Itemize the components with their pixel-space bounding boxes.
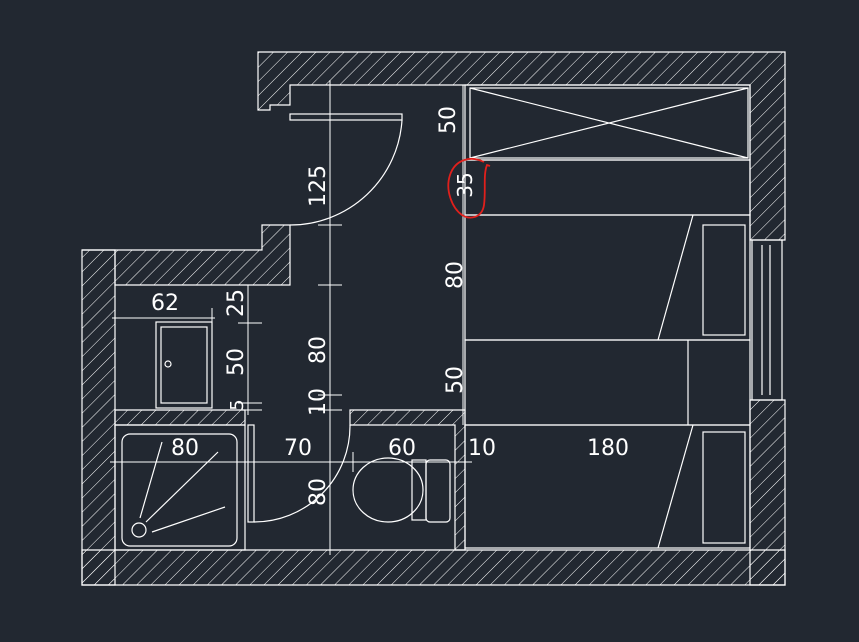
wall-bottom — [81, 549, 786, 586]
wall-toilet-partition — [349, 409, 466, 551]
bed-upper — [464, 214, 751, 341]
walls — [81, 51, 786, 586]
window — [751, 239, 783, 401]
dim-bed-gap: 50 — [443, 366, 468, 394]
wall-left — [81, 249, 116, 586]
wall-sink-shower — [114, 409, 246, 426]
sink — [155, 321, 213, 409]
wardrobe — [464, 84, 751, 161]
wall-top — [257, 51, 786, 241]
entry-door — [289, 113, 403, 226]
dim-wardrobe-depth: 50 — [436, 106, 461, 134]
dim-corridor-bath-door: 80 — [306, 478, 331, 506]
dim-corridor-mid: 80 — [306, 336, 331, 364]
nightstand-area — [464, 339, 751, 426]
dim-partition: 10 — [468, 436, 496, 461]
dimension-labels: 125 80 10 80 50 35 80 50 80 70 60 10 180… — [151, 106, 629, 506]
shower-tray — [114, 424, 246, 551]
dim-bed-length: 180 — [587, 436, 629, 461]
dim-sink-width: 62 — [151, 291, 179, 316]
dimension-lines — [110, 80, 472, 555]
dim-bed-upper-width: 80 — [443, 261, 468, 289]
dim-sink-bottom-gap: 5 — [227, 399, 248, 410]
dim-desk-depth: 35 — [453, 172, 477, 197]
wall-top-left — [82, 224, 291, 286]
bathroom-door — [247, 424, 351, 523]
desk — [464, 159, 751, 216]
dim-corridor-gap: 10 — [306, 388, 331, 416]
dim-shower-width: 80 — [171, 436, 199, 461]
bed-lower — [464, 424, 751, 549]
dim-sink-depth: 50 — [224, 348, 249, 376]
toilet — [352, 457, 451, 523]
dim-bath-passage: 70 — [284, 436, 312, 461]
dim-toilet-width: 60 — [388, 436, 416, 461]
dim-sink-top-gap: 25 — [224, 289, 249, 317]
dim-corridor-door: 125 — [306, 165, 331, 207]
annotation-circle — [447, 158, 491, 219]
